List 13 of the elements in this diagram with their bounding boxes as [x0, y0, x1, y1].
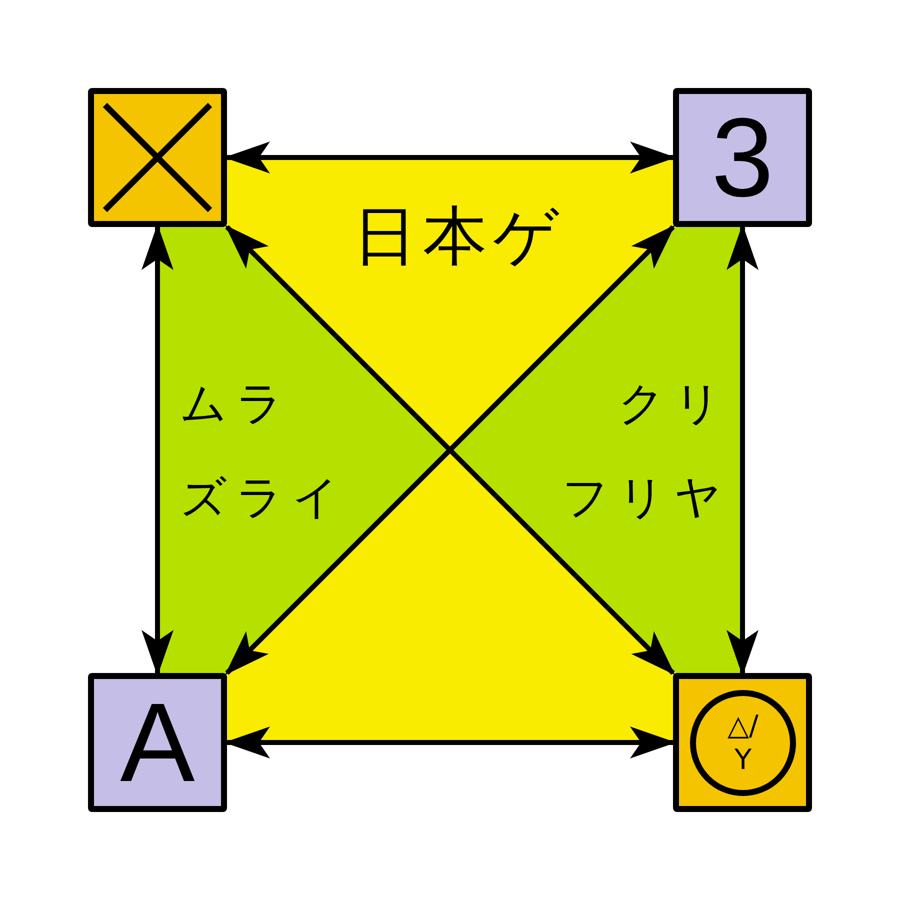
horizontal-double-arrow	[224, 142, 676, 174]
square-box	[88, 673, 227, 812]
node-label: A	[120, 686, 195, 798]
square-box	[88, 88, 227, 227]
circle-label: △/ Y	[726, 709, 760, 777]
square-box	[673, 88, 812, 227]
circle-outline	[690, 690, 796, 796]
region-label: 日本ゲ	[352, 201, 566, 273]
node-label: 3	[711, 102, 774, 214]
square-box	[673, 673, 812, 812]
vertical-double-arrow	[142, 224, 174, 676]
vertical-double-arrow	[726, 224, 758, 676]
horizontal-double-arrow	[224, 726, 676, 758]
